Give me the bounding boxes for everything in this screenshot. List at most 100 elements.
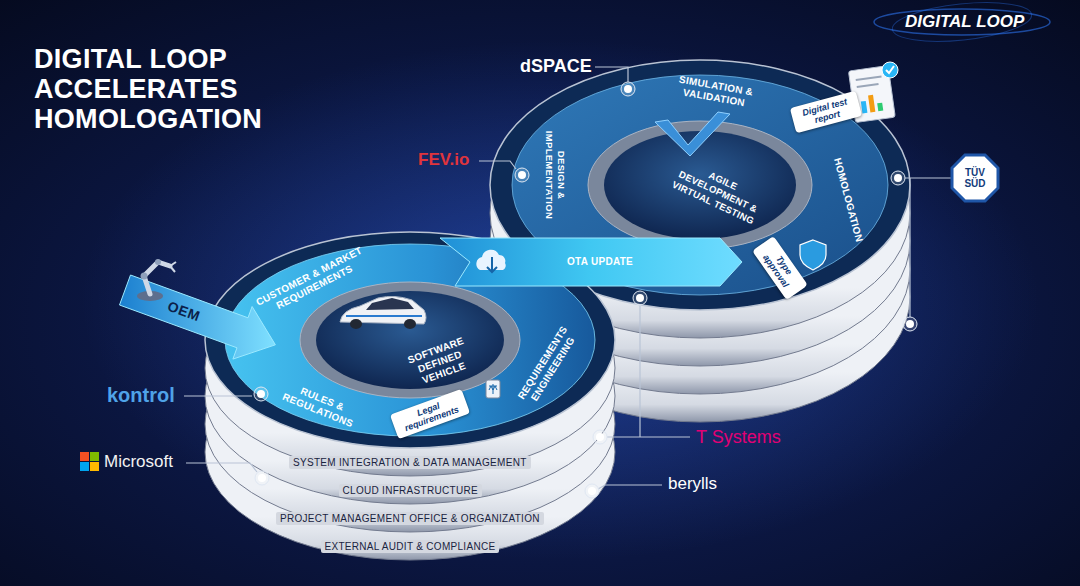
- graphic-shape: [909, 178, 910, 317]
- loop-segment: HOMOLOGATION: [829, 150, 866, 250]
- graphic-shape: [905, 177, 951, 178]
- loop-segment-text: OTA UPDATE: [550, 256, 650, 268]
- graphic-shape: [155, 259, 161, 265]
- loop-segment-text: RULES & REGULATIONS: [276, 378, 365, 432]
- graphic-shape: [366, 298, 414, 310]
- graphic-shape: [300, 282, 520, 398]
- graphic-shape: [90, 462, 99, 471]
- layer-band: CLOUD INFRASTRUCTURE: [339, 484, 482, 497]
- callout-tag: Type approval: [752, 236, 808, 300]
- graphic-shape: [518, 171, 526, 179]
- graphic-shape: [598, 485, 662, 489]
- cloud-icon: [476, 250, 505, 272]
- graphic-shape: [487, 257, 497, 272]
- graphic-shape: [170, 262, 176, 272]
- loop-segment-text: REQUIREMENTS ENGINEERING: [509, 313, 588, 419]
- octagon-shape: [952, 155, 998, 201]
- loop-segment-text: CUSTOMER & MARKET REQUIREMENTS: [249, 242, 376, 322]
- layer-band: SYSTEM INTEGRATION & DATA MANAGEMENT: [289, 456, 531, 469]
- brand-logo: DIGITAL LOOP: [905, 12, 1024, 32]
- center-disc-text: AGILE DEVELOPMENT & VIRTUAL TESTING: [665, 155, 771, 230]
- diagram-title: DIGITAL LOOP ACCELERATES HOMOLOGATION: [34, 44, 304, 134]
- partner-logo: T Systems: [696, 427, 781, 448]
- partner-logo: berylls: [668, 474, 717, 494]
- graphic-shape: [906, 320, 914, 328]
- check-v: [655, 112, 730, 156]
- graphic-shape: [861, 101, 868, 114]
- graphic-shape: [144, 262, 170, 294]
- oem-arrow: [120, 275, 276, 359]
- oem-arrow-label-text: OEM: [158, 295, 210, 327]
- tuv-badge-text: TÜV SÜD: [958, 167, 992, 189]
- loop-segment: OTA UPDATE: [550, 256, 650, 268]
- loop-segment: SIMULATION & VALIDATION: [654, 70, 776, 114]
- graphic-shape: [874, 9, 1050, 35]
- callout-tag: Digital test report: [790, 91, 862, 134]
- loop-segment: DESIGN & IMPLEMENTATION: [543, 121, 567, 229]
- graphic-shape: [593, 430, 607, 444]
- graphic-shape: [868, 95, 875, 113]
- graphic-shape: [633, 291, 647, 305]
- graphic-shape: [877, 103, 883, 112]
- logo-swirl: [874, 0, 1050, 47]
- check-mark: [886, 66, 894, 73]
- callout-tag-text: Type approval: [757, 242, 802, 294]
- graphic-shape: [489, 384, 497, 394]
- graphic-shape: [80, 452, 89, 461]
- car-illustration: [340, 296, 426, 329]
- graphic-shape: [856, 76, 882, 80]
- leader-lines: [184, 67, 951, 489]
- graphic-shape: [254, 387, 268, 401]
- check-badge: [882, 62, 898, 78]
- robot-arm: [137, 259, 176, 301]
- center-disc: AGILE DEVELOPMENT & VIRTUAL TESTING: [665, 155, 771, 230]
- layer-band-text: PROJECT MANAGEMENT OFFICE & ORGANIZATION: [280, 512, 540, 525]
- loop-segment: CUSTOMER & MARKET REQUIREMENTS: [249, 242, 376, 322]
- layer-band-text: EXTERNAL AUDIT & COMPLIANCE: [325, 540, 496, 553]
- layer-band-text: SYSTEM INTEGRATION & DATA MANAGEMENT: [293, 456, 527, 469]
- center-disc-text: SOFTWARE DEFINED VEHICLE: [392, 330, 489, 395]
- center-disc: SOFTWARE DEFINED VEHICLE: [392, 330, 489, 395]
- graphic-shape: [636, 294, 644, 302]
- graphic-shape: [891, 171, 905, 185]
- graphic-shape: [90, 452, 99, 461]
- graphic-shape: [624, 85, 632, 93]
- ota-band: [440, 238, 742, 286]
- partner-logo: Microsoft: [104, 452, 173, 472]
- loop-segment: REQUIREMENTS ENGINEERING: [509, 313, 588, 419]
- graphic-shape: [596, 433, 604, 441]
- graphic-shape: [186, 463, 257, 472]
- graphic-shape: [607, 436, 690, 437]
- graphic-shape: [585, 484, 599, 498]
- graphic-shape: [588, 487, 596, 495]
- graphic-shape: [479, 161, 516, 169]
- graphic-shape: [404, 319, 416, 329]
- layer-band: EXTERNAL AUDIT & COMPLIANCE: [321, 540, 500, 553]
- graphic-shape: [258, 474, 266, 482]
- graphic-shape: [346, 315, 422, 317]
- layer-band: PROJECT MANAGEMENT OFFICE & ORGANIZATION: [276, 512, 544, 525]
- graphic-shape: [257, 390, 265, 398]
- graphic-shape: [350, 319, 362, 329]
- callout-tag: Legal requirements: [390, 389, 470, 439]
- graphic-shape: [184, 395, 252, 396]
- partner-logo: kontrol: [107, 384, 175, 407]
- graphic-shape: [894, 174, 902, 182]
- graphic-shape: [255, 471, 269, 485]
- tuv-badge: TÜV SÜD: [950, 153, 1000, 203]
- graphic-shape: [80, 462, 89, 471]
- graphic-shape: [857, 84, 879, 87]
- graphic-shape: [316, 291, 504, 389]
- loop-segment: RULES & REGULATIONS: [276, 378, 365, 432]
- microsoft-logo: [80, 452, 99, 471]
- graphic-shape: [515, 168, 529, 182]
- oem-arrow-label: OEM: [158, 295, 210, 327]
- loop-segment-text: HOMOLOGATION: [829, 150, 866, 250]
- partner-logo: dSPACE: [520, 56, 592, 77]
- graphic-shape: [604, 131, 796, 239]
- graphic-shape: [891, 0, 1034, 47]
- callout-tag-text: Legal requirements: [396, 393, 465, 434]
- partner-logo: FEV.io: [418, 150, 469, 170]
